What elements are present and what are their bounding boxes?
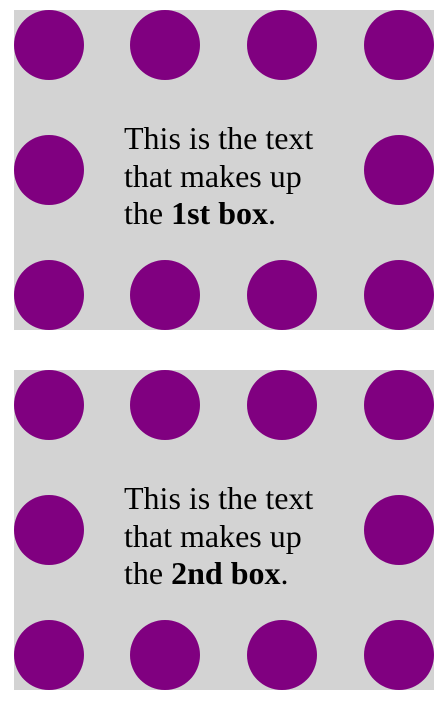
dot-circle-icon [247, 10, 317, 80]
dot-circle-icon [14, 495, 84, 565]
box-text-line: that makes up [124, 157, 302, 194]
box-2: This is the text that makes up the 2nd b… [14, 370, 434, 690]
box-1: This is the text that makes up the 1st b… [14, 10, 434, 330]
box-text-line: This is the text [124, 480, 314, 516]
box-text-prefix: the [124, 195, 172, 231]
dot-circle-icon [130, 370, 200, 440]
dot-circle-icon [364, 135, 434, 205]
box-text: This is the text that makes up the 1st b… [124, 120, 324, 233]
box-text-line: that makes up [124, 517, 302, 554]
dot-circle-icon [364, 370, 434, 440]
box-text-suffix: . [280, 555, 289, 591]
dot-circle-icon [130, 620, 200, 690]
box-text-bold: 2nd box [171, 555, 281, 591]
box-text-suffix: . [268, 195, 276, 231]
box-text: This is the text that makes up the 2nd b… [124, 480, 324, 593]
dot-circle-icon [14, 135, 84, 205]
dot-circle-icon [14, 260, 84, 330]
dot-circle-icon [14, 620, 84, 690]
dot-circle-icon [364, 10, 434, 80]
dot-circle-icon [364, 495, 434, 565]
dot-circle-icon [364, 260, 434, 330]
dot-circle-icon [247, 620, 317, 690]
box-text-bold: 1st box [171, 195, 268, 231]
dot-circle-icon [247, 370, 317, 440]
dot-circle-icon [14, 370, 84, 440]
box-text-line: This is the text [124, 120, 314, 156]
dot-circle-icon [130, 260, 200, 330]
dot-circle-icon [364, 620, 434, 690]
box-text-prefix: the [124, 555, 172, 591]
dot-circle-icon [130, 10, 200, 80]
dot-circle-icon [14, 10, 84, 80]
dot-circle-icon [247, 260, 317, 330]
